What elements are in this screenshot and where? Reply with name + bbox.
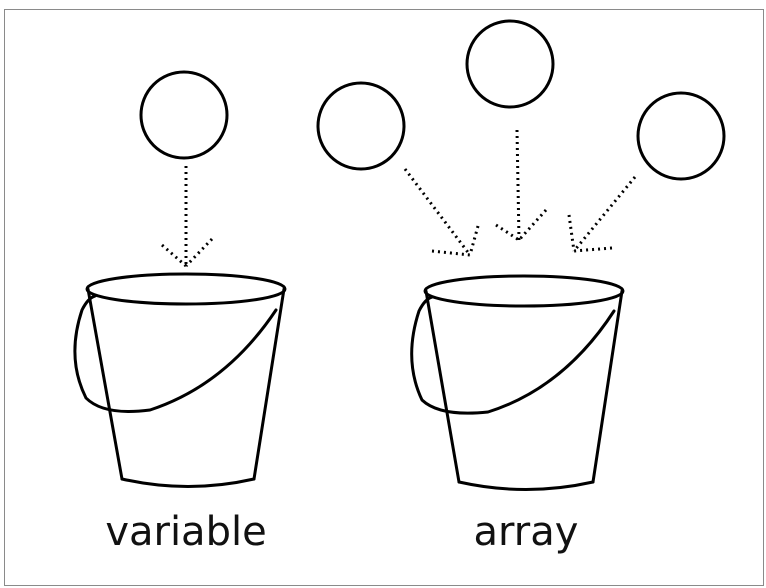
array-arrow-left bbox=[403, 168, 480, 257]
array-group bbox=[316, 19, 726, 491]
diagram-frame bbox=[4, 9, 764, 586]
array-arrow-right bbox=[567, 176, 637, 253]
variable-label: variable bbox=[105, 509, 266, 555]
variable-group bbox=[73, 70, 287, 488]
array-ball-left bbox=[316, 81, 406, 171]
variable-arrow bbox=[161, 166, 214, 268]
variable-ball bbox=[139, 70, 229, 160]
array-arrow-top bbox=[495, 129, 548, 242]
variable-bucket bbox=[73, 272, 287, 488]
array-ball-right bbox=[636, 91, 726, 181]
array-ball-top bbox=[465, 19, 555, 109]
array-label: array bbox=[474, 509, 579, 555]
array-bucket bbox=[410, 274, 625, 491]
